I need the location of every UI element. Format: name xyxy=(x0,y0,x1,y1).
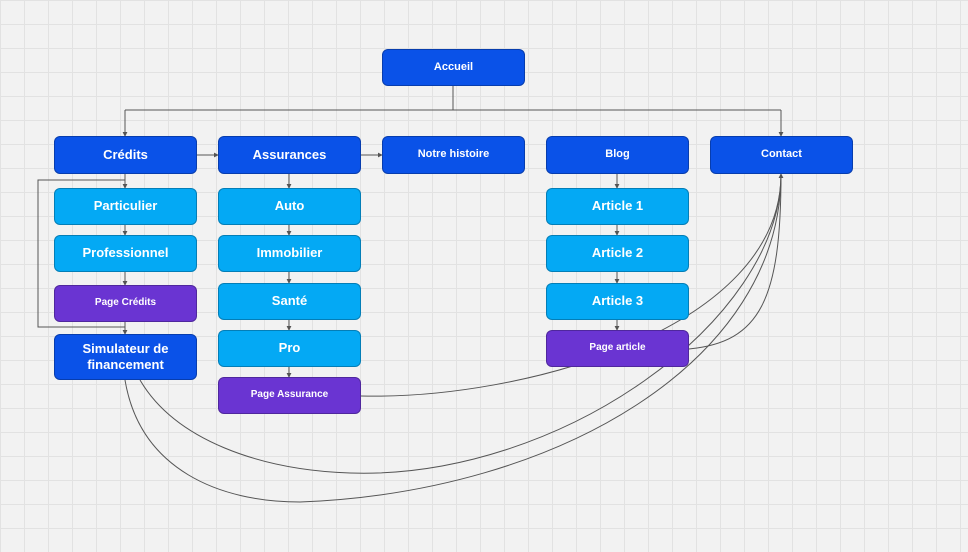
node-article-2[interactable]: Article 2 xyxy=(546,235,689,272)
node-article-1[interactable]: Article 1 xyxy=(546,188,689,225)
curve-simulateur-contact-2 xyxy=(124,173,782,503)
node-article-3[interactable]: Article 3 xyxy=(546,283,689,320)
node-blog-label: Blog xyxy=(605,148,630,161)
curve-simulateur-contact-1 xyxy=(139,173,782,474)
node-assurances-label: Assurances xyxy=(252,146,327,162)
node-page-assurance-label: Page Assurance xyxy=(250,389,329,401)
connector-credits-bracket xyxy=(37,179,125,328)
node-page-credits-label: Page Crédits xyxy=(94,297,157,309)
node-notre-histoire[interactable]: Notre histoire xyxy=(382,136,525,174)
node-credits[interactable]: Crédits xyxy=(54,136,197,174)
node-article-2-label: Article 2 xyxy=(591,245,644,261)
node-immobilier-label: Immobilier xyxy=(256,245,323,261)
node-notre-histoire-label: Notre histoire xyxy=(417,148,490,161)
node-simulateur-financement-label: Simulateur de financement xyxy=(82,340,169,372)
node-credits-label: Crédits xyxy=(103,146,148,162)
node-auto[interactable]: Auto xyxy=(218,188,361,225)
node-sante[interactable]: Santé xyxy=(218,283,361,320)
curve-page-article-contact xyxy=(688,173,784,350)
node-simulateur-financement[interactable]: Simulateur de financement xyxy=(54,334,197,380)
node-page-article[interactable]: Page article xyxy=(546,330,689,367)
node-pro-label: Pro xyxy=(278,340,301,356)
node-page-credits[interactable]: Page Crédits xyxy=(54,285,197,322)
node-accueil-label: Accueil xyxy=(433,60,474,73)
node-page-article-label: Page article xyxy=(589,342,646,354)
node-article-1-label: Article 1 xyxy=(591,198,644,214)
node-assurances[interactable]: Assurances xyxy=(218,136,361,174)
node-contact-label: Contact xyxy=(761,148,802,161)
node-article-3-label: Article 3 xyxy=(591,293,644,309)
node-accueil[interactable]: Accueil xyxy=(382,49,525,86)
node-immobilier[interactable]: Immobilier xyxy=(218,235,361,272)
node-blog[interactable]: Blog xyxy=(546,136,689,174)
node-pro[interactable]: Pro xyxy=(218,330,361,367)
node-professionnel[interactable]: Professionnel xyxy=(54,235,197,272)
node-professionnel-label: Professionnel xyxy=(82,245,169,261)
node-contact[interactable]: Contact xyxy=(710,136,853,174)
node-particulier[interactable]: Particulier xyxy=(54,188,197,225)
node-sante-label: Santé xyxy=(271,293,308,309)
node-particulier-label: Particulier xyxy=(93,198,158,214)
node-auto-label: Auto xyxy=(274,198,305,214)
node-page-assurance[interactable]: Page Assurance xyxy=(218,377,361,414)
